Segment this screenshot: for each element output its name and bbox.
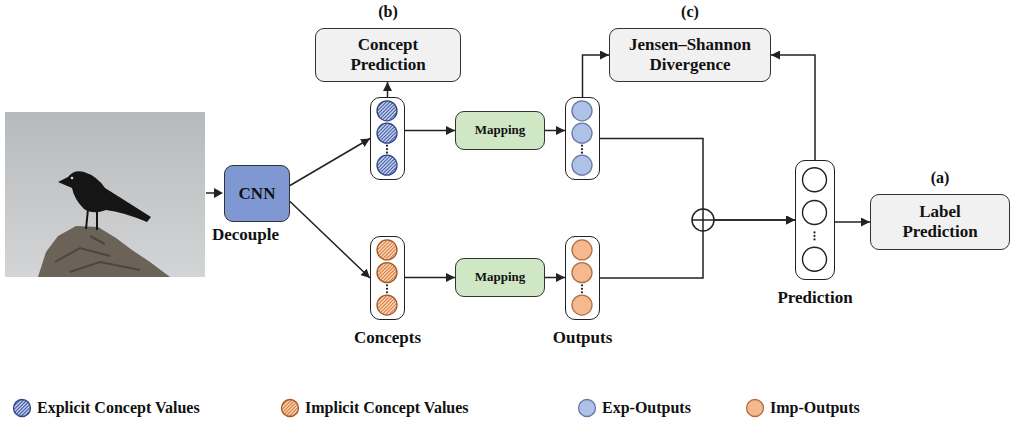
mapping-box: Mapping <box>455 111 545 150</box>
operation-label: Decouple <box>212 225 279 245</box>
legend-text: Implicit Concept Values <box>305 399 469 417</box>
output-vector <box>565 97 600 180</box>
mapping-box: Mapping <box>455 258 545 297</box>
vector-caption: Concepts <box>354 328 421 348</box>
legend-text: Exp-Outputs <box>602 399 691 417</box>
task-box: (a)Label Prediction <box>870 194 1010 250</box>
flow-arrow <box>583 55 610 97</box>
vector-caption: Outputs <box>553 328 613 348</box>
box-label: Jensen–Shannon Divergence <box>617 35 763 74</box>
legend-text: Explicit Concept Values <box>37 399 200 417</box>
flow-arrow <box>545 130 565 132</box>
vector-cells <box>371 98 403 178</box>
box-label: Label Prediction <box>888 202 992 241</box>
output-vector: Outputs <box>565 236 600 320</box>
legend-swatch <box>577 398 597 418</box>
task-box: (b)Concept Prediction <box>315 28 461 82</box>
backbone-box: CNN <box>224 165 290 222</box>
prediction-vector: Prediction <box>795 160 835 280</box>
vector-cells <box>566 98 598 178</box>
vector-cells <box>371 237 403 318</box>
box-label: Mapping <box>475 123 526 138</box>
vector-caption: Prediction <box>777 288 852 308</box>
concept-vector: Concepts <box>370 236 405 320</box>
flow-arrow <box>290 202 370 279</box>
legend-swatch <box>12 398 32 418</box>
flow-arrow <box>290 139 370 186</box>
legend-item: Explicit Concept Values <box>12 398 200 418</box>
legend-text: Imp-Outputs <box>770 399 860 417</box>
vector-cells <box>796 161 833 278</box>
panel-tag: (c) <box>681 3 699 21</box>
panel-tag: (a) <box>931 169 950 187</box>
box-label: CNN <box>239 184 276 204</box>
legend-swatch <box>745 398 765 418</box>
flow-arrow <box>835 221 870 223</box>
flow-arrow <box>405 277 455 279</box>
flow-arrow <box>405 130 455 132</box>
box-label: Concept Prediction <box>336 35 440 74</box>
legend-item: Exp-Outputs <box>577 398 691 418</box>
legend-swatch <box>280 398 300 418</box>
flow-arrow <box>387 82 389 97</box>
flow-arrow <box>600 139 795 221</box>
panel-tag: (b) <box>378 3 398 21</box>
flow-arrow <box>545 277 565 279</box>
legend-item: Imp-Outputs <box>745 398 860 418</box>
flow-arrow <box>771 55 815 160</box>
vector-cells <box>566 237 598 318</box>
concept-vector <box>370 97 405 180</box>
legend-item: Implicit Concept Values <box>280 398 469 418</box>
loss-box: (c)Jensen–Shannon Divergence <box>609 28 771 82</box>
box-label: Mapping <box>475 270 526 285</box>
